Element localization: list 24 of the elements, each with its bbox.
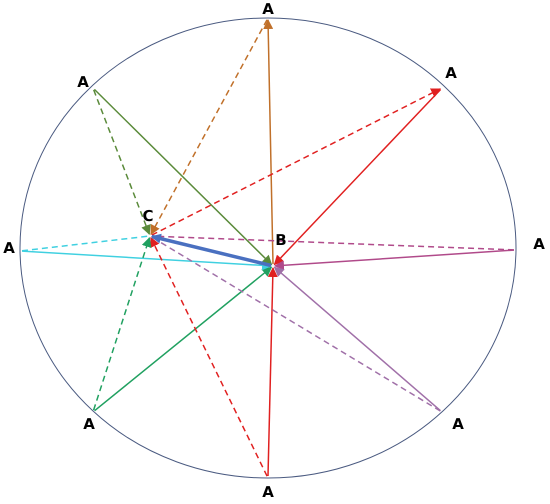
arrow <box>263 19 274 264</box>
point-label: A <box>261 1 275 17</box>
arrow <box>22 250 272 270</box>
dashed-arrow <box>151 88 442 236</box>
arrow <box>274 266 441 412</box>
arrow <box>94 88 272 266</box>
point-label: A <box>532 236 546 252</box>
arrow <box>274 88 442 266</box>
point-label: A <box>261 484 275 500</box>
point-label: A <box>2 240 16 256</box>
dashed-arrow <box>150 19 268 236</box>
point-label: A <box>451 416 465 432</box>
point-label: A <box>82 416 96 432</box>
point-label: A <box>76 74 90 90</box>
point-label: B <box>274 232 288 248</box>
arrow <box>150 234 272 268</box>
dashed-arrow <box>150 236 268 477</box>
arrow <box>267 267 278 476</box>
arrow <box>94 266 272 412</box>
dashed-arrow <box>93 90 151 236</box>
dashed-arrow <box>92 236 152 410</box>
arrow <box>274 249 514 270</box>
point-label: A <box>444 65 458 81</box>
point-label: C <box>141 208 155 224</box>
